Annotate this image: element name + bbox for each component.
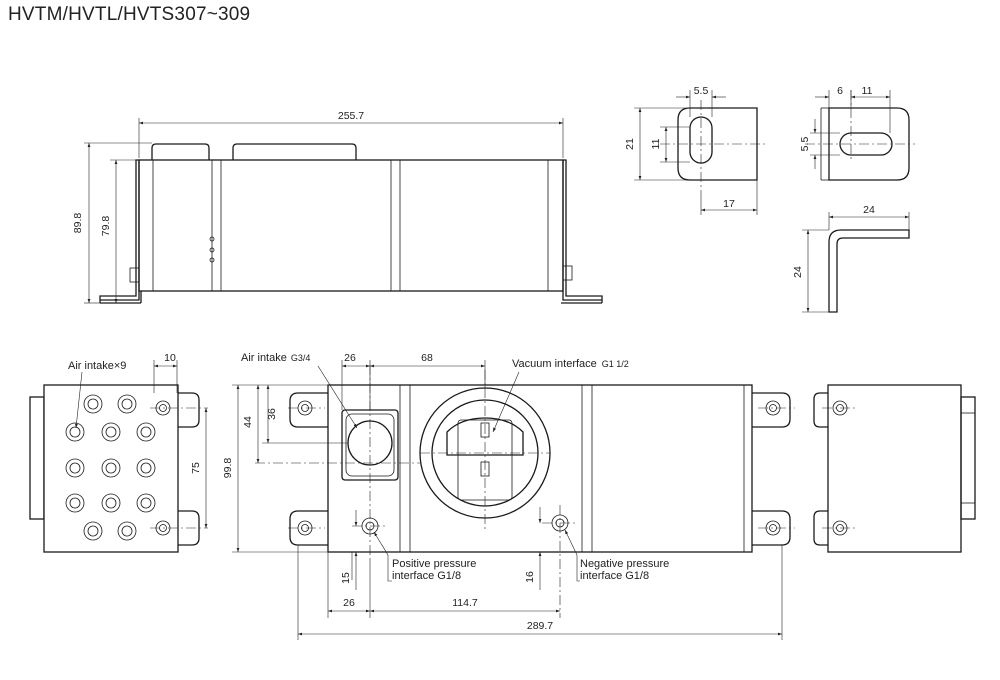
left-height-label: 75 — [190, 462, 202, 474]
bracket-side-a-label: 6 — [837, 85, 843, 97]
left-end-view: Air intake×9 10 75 — [29, 352, 208, 553]
bracket-profile-view: 24 24 — [792, 204, 910, 313]
bracket-front-w-label: 5.5 — [694, 85, 709, 97]
bracket-front-offset-label: 17 — [723, 198, 735, 210]
right-end-view — [813, 384, 976, 553]
bracket-front-h-label: 21 — [624, 138, 636, 150]
negative-pressure-label-2: interface G1/8 — [580, 570, 649, 582]
bracket-side-h-label: 5.5 — [799, 137, 811, 152]
dim-68-label: 68 — [421, 352, 433, 364]
negative-pressure-label-1: Negative pressure — [580, 558, 669, 570]
air-intake-text: Air intake — [241, 352, 287, 364]
dim-44-label: 44 — [242, 416, 254, 428]
bracket-front-view: 5.5 21 11 17 — [624, 85, 765, 215]
vacuum-interface-label: Vacuum interface G1 1/2 — [512, 358, 629, 370]
left-width-label: 10 — [164, 352, 176, 364]
top-height-inner-label: 79.8 — [100, 216, 112, 237]
bracket-side-view: 6 11 5.5 — [799, 85, 915, 181]
dim-26-top-label: 26 — [344, 352, 356, 364]
front-air-intake-label: Air intake G3/4 — [241, 352, 310, 364]
dim-16-label: 16 — [524, 571, 536, 583]
bracket-side-b-label: 11 — [862, 85, 873, 97]
dim-289-7-label: 289.7 — [527, 620, 553, 632]
vacuum-text: Vacuum interface — [512, 358, 597, 370]
dim-36-label: 36 — [266, 408, 278, 420]
positive-pressure-label-2: interface G1/8 — [392, 570, 461, 582]
positive-pressure-label-1: Positive pressure — [392, 558, 476, 570]
top-view: 255.7 89.8 79.8 — [72, 110, 603, 304]
dim-15-label: 15 — [340, 572, 352, 584]
dim-99-8-label: 99.8 — [222, 458, 234, 479]
top-width-label: 255.7 — [338, 110, 364, 122]
page-title: HVTM/HVTL/HVTS307~309 — [8, 4, 251, 25]
bracket-profile-h-label: 24 — [792, 266, 804, 278]
air-intake-fittings — [65, 394, 156, 541]
air-intake-x9-label: Air intake×9 — [68, 360, 126, 372]
air-intake-thread-text: G3/4 — [291, 353, 311, 363]
dim-26-bottom-label: 26 — [343, 597, 355, 609]
front-view: Air intake G3/4 Vacuum interface G1 1/2 Po… — [222, 352, 795, 640]
vacuum-thread-text: G1 1/2 — [602, 359, 629, 369]
top-height-outer-label: 89.8 — [72, 213, 84, 234]
bracket-front-slot-label: 11 — [650, 138, 662, 149]
bracket-profile-w-label: 24 — [863, 204, 875, 216]
dim-114-7-label: 114.7 — [452, 597, 478, 609]
